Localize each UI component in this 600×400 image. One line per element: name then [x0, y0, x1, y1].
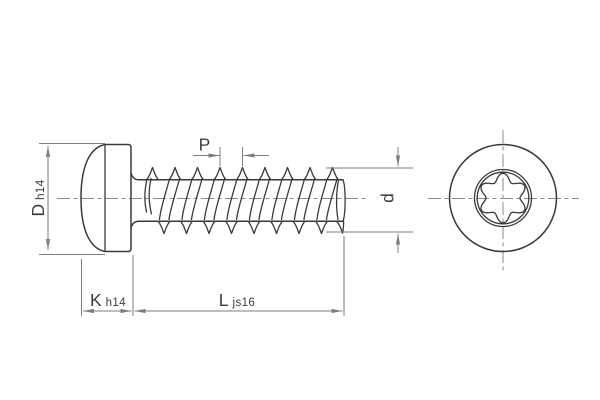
thread-profile [190, 166, 205, 181]
thread-profile [190, 178, 203, 221]
thread-profile [258, 166, 272, 181]
thread-profile [303, 166, 317, 181]
thread-profile [168, 178, 181, 221]
thread-profile [179, 220, 194, 235]
label-d-text: d [378, 193, 398, 203]
label-head-diameter: Dh14 [28, 179, 48, 216]
head-outer-circle [448, 143, 558, 253]
thread-profile [325, 178, 338, 221]
thread-profile [144, 178, 148, 213]
thread-profile [181, 178, 193, 221]
centerlines [57, 130, 579, 272]
thread-profile [148, 177, 153, 215]
front-view [448, 143, 558, 253]
thread-profile [213, 166, 227, 181]
thread-profile [202, 220, 216, 235]
label-D-text: Dh14 [28, 179, 48, 216]
recess-outer-ring [473, 168, 533, 228]
thread-profile [269, 220, 284, 235]
recess-inner-ring [476, 171, 530, 225]
thread-profile [280, 178, 293, 221]
thread-profile [293, 178, 306, 221]
thread-profile [203, 178, 216, 221]
thread-profile [145, 166, 160, 181]
shank-root-top [130, 172, 344, 181]
torx-recess-profile [480, 172, 526, 224]
thread-profile [157, 220, 171, 235]
thread-profile [158, 178, 171, 221]
thread-profile [271, 178, 283, 221]
thread-profile [303, 178, 316, 221]
screw-tip-inner-curve [335, 179, 340, 221]
screw-tip-end-face [342, 179, 346, 222]
thread-profile [248, 178, 261, 221]
thread-profile [314, 220, 329, 235]
thread-profile [235, 166, 250, 181]
thread-profile [168, 166, 182, 181]
thread-profile [235, 178, 248, 221]
thread-profile [316, 178, 328, 221]
dimensions [39, 143, 413, 316]
label-pitch: P [199, 135, 211, 155]
thread-profile [258, 178, 271, 221]
thread-profile [325, 166, 340, 181]
thread-profiles [144, 166, 345, 235]
thread-profile [280, 166, 295, 181]
thread-profile [213, 178, 226, 221]
thread-profile [224, 220, 239, 235]
label-thread-diameter: d [378, 193, 398, 203]
thread-profile [292, 220, 306, 235]
thread-profile [335, 220, 345, 234]
thread-profile [247, 220, 261, 235]
shank-root-bottom [130, 220, 344, 229]
side-view [80, 143, 346, 253]
thread-profile [226, 178, 238, 221]
